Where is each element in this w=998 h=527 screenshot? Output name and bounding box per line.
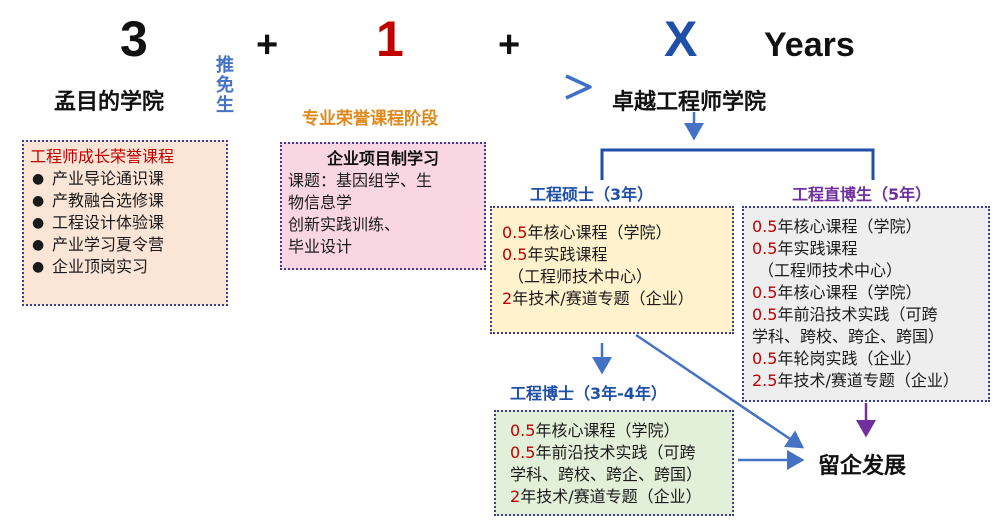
- list-item: 产业导论通识课: [30, 168, 220, 190]
- list-item: 工程设计体验课: [30, 212, 220, 234]
- master-line: （工程师技术中心）: [502, 266, 724, 288]
- headline-plus-1: +: [256, 24, 279, 66]
- project-line: 创新实践训练、: [288, 215, 401, 234]
- node-direct-phd: 工程直博生（5年）: [792, 185, 932, 204]
- duration-value: 0.5: [752, 239, 778, 258]
- node-mengmu: 孟目的学院: [54, 90, 165, 115]
- course-text: 年前沿技术实践（可跨: [777, 305, 938, 324]
- branch-bracket: [600, 148, 875, 180]
- growth-course-list: 产业导论通识课 产教融合选修课 工程设计体验课 产业学习夏令营 企业顶岗实习: [30, 168, 220, 278]
- direct-line: （工程师技术中心）: [752, 260, 982, 282]
- node-master: 工程硕士（3年）: [530, 185, 654, 204]
- phd-line: 学科、跨校、跨企、跨国）: [510, 464, 726, 486]
- duration-value: 2: [510, 487, 521, 506]
- course-text: 年核心课程（学院）: [535, 421, 680, 440]
- phd-line: 0.5年核心课程（学院）: [510, 420, 726, 442]
- list-item: 产教融合选修课: [30, 190, 220, 212]
- headline-1: 1: [376, 11, 404, 67]
- course-text: 年技术/赛道专题（企业）: [777, 371, 959, 390]
- phd-line: 2年技术/赛道专题（企业）: [510, 486, 726, 508]
- course-text: 年核心课程（学院）: [777, 217, 922, 236]
- duration-value: 0.5: [510, 443, 536, 462]
- box-project-title: 企业项目制学习: [326, 149, 439, 168]
- course-text: （工程师技术中心）: [508, 267, 653, 286]
- master-line: 0.5年实践课程: [502, 244, 724, 266]
- project-line: 毕业设计: [288, 237, 353, 256]
- main-arrow-head: [565, 74, 592, 100]
- direct-line: 学科、跨校、跨企、跨国）: [752, 326, 982, 348]
- box-enterprise-project: 企业项目制学习 课题：基因组学、生 物信息学 创新实践训练、 毕业设计: [280, 142, 486, 270]
- node-phd: 工程博士（3年-4年）: [510, 384, 667, 403]
- direct-line: 0.5年前沿技术实践（可跨: [752, 304, 982, 326]
- phd-line: 0.5年前沿技术实践（可跨: [510, 442, 726, 464]
- headline-plus-2: +: [498, 24, 521, 66]
- headline-years: Years: [764, 26, 855, 64]
- duration-value: 0.5: [752, 349, 778, 368]
- duration-value: 0.5: [502, 245, 528, 264]
- course-text: 年技术/赛道专题（企业）: [512, 289, 694, 308]
- box-direct-phd: 0.5年核心课程（学院） 0.5年实践课程 （工程师技术中心） 0.5年核心课程…: [742, 206, 990, 402]
- headline-x: X: [664, 11, 698, 67]
- direct-line: 2.5年技术/赛道专题（企业）: [752, 370, 982, 392]
- course-text: （工程师技术中心）: [758, 261, 903, 280]
- course-text: 年前沿技术实践（可跨: [535, 443, 696, 462]
- direct-line: 0.5年实践课程: [752, 238, 982, 260]
- course-text: 学科、跨校、跨企、跨国）: [510, 465, 703, 484]
- course-text: 年实践课程: [527, 245, 608, 264]
- course-text: 年轮岗实践（企业）: [777, 349, 922, 368]
- duration-value: 0.5: [752, 305, 778, 324]
- course-text: 年技术/赛道专题（企业）: [520, 487, 702, 506]
- duration-value: 0.5: [502, 223, 528, 242]
- arrow-master-to-liuqi: [635, 333, 805, 449]
- direct-line: 0.5年核心课程（学院）: [752, 282, 982, 304]
- box-growth-title: 工程师成长荣誉课程: [30, 147, 175, 166]
- master-line: 0.5年核心课程（学院）: [502, 222, 724, 244]
- duration-value: 0.5: [510, 421, 536, 440]
- duration-value: 2.5: [752, 371, 778, 390]
- project-line: 物信息学: [288, 193, 353, 212]
- list-item: 产业学习夏令营: [30, 234, 220, 256]
- node-stage: 专业荣誉课程阶段: [302, 109, 438, 129]
- duration-value: 0.5: [752, 283, 778, 302]
- box-master: 0.5年核心课程（学院） 0.5年实践课程 （工程师技术中心） 2年技术/赛道专…: [490, 206, 734, 334]
- box-growth-course: 工程师成长荣誉课程 产业导论通识课 产教融合选修课 工程设计体验课 产业学习夏令…: [22, 140, 228, 306]
- headline-3: 3: [120, 11, 148, 67]
- project-line: 课题：基因组学、生: [288, 171, 433, 190]
- duration-value: 2: [502, 289, 513, 308]
- duration-value: 0.5: [752, 217, 778, 236]
- node-tuimian: 推免生: [216, 55, 234, 116]
- course-text: 年核心课程（学院）: [777, 283, 922, 302]
- direct-line: 0.5年轮岗实践（企业）: [752, 348, 982, 370]
- direct-line: 0.5年核心课程（学院）: [752, 216, 982, 238]
- course-text: 学科、跨校、跨企、跨国）: [752, 327, 945, 346]
- list-item: 企业顶岗实习: [30, 256, 220, 278]
- master-line: 2年技术/赛道专题（企业）: [502, 288, 724, 310]
- course-text: 年实践课程: [777, 239, 858, 258]
- box-phd: 0.5年核心课程（学院） 0.5年前沿技术实践（可跨 学科、跨校、跨企、跨国） …: [494, 410, 734, 516]
- node-zhuoyue: 卓越工程师学院: [612, 90, 767, 115]
- course-text: 年核心课程（学院）: [527, 223, 672, 242]
- node-liuqi: 留企发展: [818, 454, 907, 479]
